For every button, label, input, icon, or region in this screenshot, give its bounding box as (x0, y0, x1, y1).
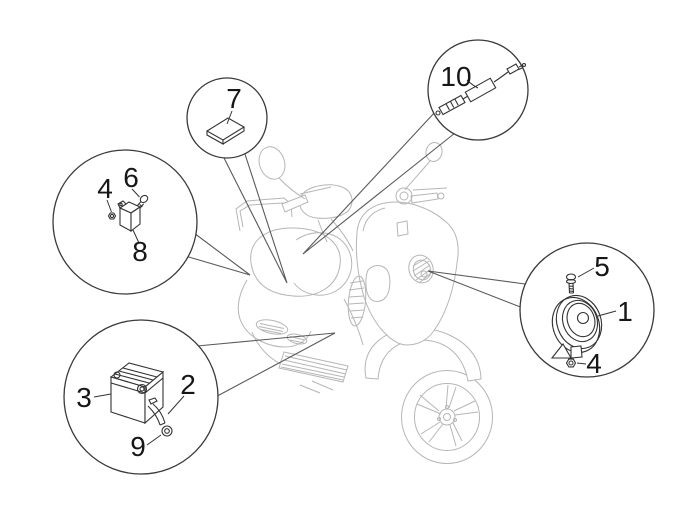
callout-number-1: 1 (617, 296, 633, 327)
right-grip-mount (395, 187, 413, 205)
callout-number-8: 8 (132, 236, 148, 267)
transmission-cable (435, 62, 527, 116)
center-stand (299, 380, 334, 394)
right-mirror (404, 142, 443, 191)
right-grip (410, 192, 439, 204)
battery-balloon-tail (196, 332, 336, 402)
fuse-part-group (205, 110, 246, 145)
callout-number-4-horn: 4 (586, 348, 602, 379)
shield-inner-edge (362, 207, 386, 232)
seat-front-hump (293, 232, 353, 296)
horn-balloon-tail (427, 270, 526, 309)
floorboard-ribs (280, 355, 348, 381)
relay-leader-6 (131, 188, 140, 198)
relay-leader-8 (132, 229, 140, 244)
callout-number-7: 7 (226, 83, 242, 114)
relay-part-group (106, 188, 149, 244)
glovebox (365, 265, 391, 302)
horn-leader-5 (577, 267, 595, 278)
callout-number-3: 3 (76, 382, 92, 413)
horn-part-group (550, 267, 617, 368)
battery-part-group (93, 362, 185, 446)
cable-leader-10 (466, 79, 479, 89)
left-grip (281, 194, 309, 213)
fuse-leader-7 (226, 110, 233, 125)
horn-leader-4 (576, 362, 587, 365)
horn-grille (408, 254, 434, 284)
cable-balloon-tail (302, 110, 456, 255)
left-mirror (258, 146, 306, 200)
cable-part-group (435, 62, 527, 116)
callout-number-6: 6 (123, 162, 139, 193)
scooter-illustration (235, 142, 493, 464)
body-tunnel (343, 298, 364, 346)
cowl-vent-grille (255, 319, 308, 345)
callout-number-5: 5 (594, 251, 610, 282)
shield-badge (396, 220, 409, 237)
horn (550, 294, 603, 359)
relay-nut (107, 212, 117, 220)
front-wheel (401, 370, 493, 464)
battery-breather-pipe (147, 397, 166, 426)
fuse-part (205, 117, 246, 145)
right-brake-lever (412, 187, 448, 191)
battery-washer (161, 425, 173, 437)
front-shield (355, 201, 459, 346)
battery-leader-2 (167, 395, 185, 415)
relay-balloon-tail (181, 229, 251, 276)
seat-body (250, 227, 341, 297)
callout-number-10: 10 (440, 61, 471, 92)
callout-number-2: 2 (180, 369, 196, 400)
balloon-tails (181, 110, 526, 402)
handlebar-pod (299, 184, 353, 219)
horn-nut (565, 358, 577, 368)
callout-number-9: 9 (130, 431, 146, 462)
battery-leader-9 (146, 434, 162, 446)
left-brake-lever (299, 186, 332, 195)
relay-leader-4 (106, 199, 112, 213)
rear-rack-inner (239, 202, 288, 228)
fuse-balloon-tail (219, 147, 288, 284)
callout-number-4-relay: 4 (97, 173, 113, 204)
horn-screw (565, 273, 577, 294)
relay-box (117, 200, 142, 233)
bar-end (437, 192, 445, 200)
battery-leader-3 (93, 393, 112, 398)
kneepad-grille (347, 275, 367, 327)
right-grip-mount-inner (399, 191, 409, 201)
wheel-spokes (416, 384, 479, 447)
horn-leader-1 (597, 310, 617, 317)
